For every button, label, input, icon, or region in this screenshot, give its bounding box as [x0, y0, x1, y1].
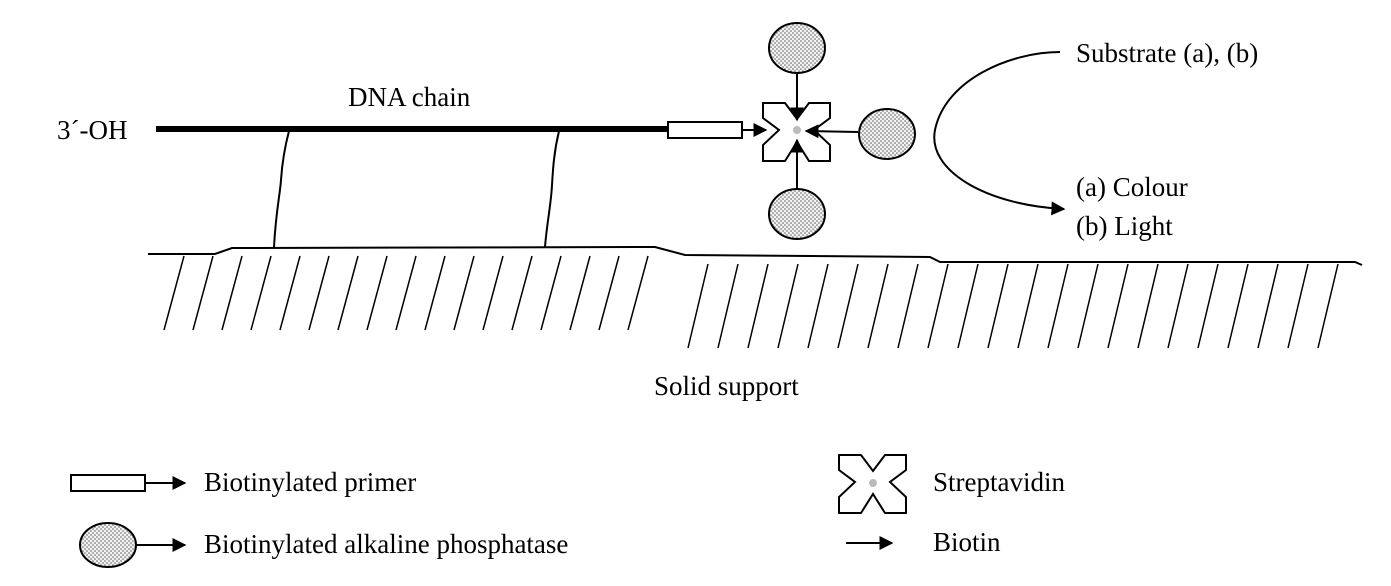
hatch-mark	[366, 255, 388, 331]
hatch-mark	[1197, 263, 1219, 349]
hatch-mark	[1167, 263, 1189, 349]
hatch-mark	[1227, 263, 1249, 349]
hatch-mark	[250, 255, 272, 331]
hatch-mark	[1257, 263, 1279, 349]
hatch-mark	[1137, 263, 1159, 349]
solid-support-hatching	[163, 255, 1339, 349]
hatch-mark	[163, 255, 185, 331]
legend-enzyme-symbol	[79, 522, 137, 568]
hatch-mark	[1317, 263, 1339, 349]
hatch-mark	[747, 263, 769, 349]
hatch-mark	[777, 263, 799, 349]
hatch-mark	[687, 263, 709, 349]
hatch-mark	[337, 255, 359, 331]
colour-label: (a) Colour	[1076, 172, 1188, 202]
alkaline-phosphatase-bottom	[768, 188, 826, 240]
hatch-mark	[957, 263, 979, 349]
legend-streptavidin: Streptavidin	[933, 467, 1065, 497]
hatch-mark	[569, 255, 591, 331]
hatch-mark	[717, 263, 739, 349]
biotin-arrow-right	[804, 124, 859, 139]
legend-primer-symbol	[70, 474, 146, 492]
substrate-label: Substrate (a), (b)	[1076, 38, 1258, 68]
hatch-mark	[987, 263, 1009, 349]
dna-anchor-left	[273, 130, 290, 248]
hatch-mark	[897, 263, 919, 349]
hatch-mark	[837, 263, 859, 349]
hatch-mark	[1287, 263, 1309, 349]
dna-chain-label: DNA chain	[348, 82, 471, 112]
hatch-mark	[540, 255, 562, 331]
hatch-mark	[482, 255, 504, 331]
dna-anchor-right	[544, 130, 560, 248]
biotinylated-primer	[667, 121, 743, 139]
hatch-mark	[279, 255, 301, 331]
hatch-mark	[395, 255, 417, 331]
hatch-mark	[1017, 263, 1039, 349]
alkaline-phosphatase-right	[858, 108, 916, 160]
legend-streptavidin-core	[869, 479, 877, 487]
hatch-mark	[1077, 263, 1099, 349]
hatch-mark	[424, 255, 446, 331]
hatch-mark	[1047, 263, 1069, 349]
legend-biotinylated-alkaline-phosphatase: Biotinylated alkaline phosphatase	[204, 529, 568, 559]
hatch-mark	[192, 255, 214, 331]
hatch-mark	[927, 263, 949, 349]
hatch-mark	[598, 255, 620, 331]
three-prime-oh-label: 3´-OH	[57, 115, 127, 145]
hatch-mark	[308, 255, 330, 331]
hatch-mark	[1107, 263, 1129, 349]
solid-support-surface	[148, 245, 1363, 266]
light-label: (b) Light	[1076, 211, 1173, 241]
legend-biotinylated-primer: Biotinylated primer	[204, 467, 416, 497]
hatch-mark	[511, 255, 533, 331]
hatch-mark	[867, 263, 889, 349]
hatch-mark	[807, 263, 829, 349]
alkaline-phosphatase-top	[768, 22, 826, 74]
legend-biotin: Biotin	[933, 527, 1001, 557]
hatch-mark	[453, 255, 475, 331]
hatch-mark	[627, 255, 649, 331]
hatch-mark	[221, 255, 243, 331]
reaction-arrow	[933, 51, 1066, 216]
solid-support-label: Solid support	[654, 371, 799, 401]
streptavidin-core	[793, 126, 801, 134]
